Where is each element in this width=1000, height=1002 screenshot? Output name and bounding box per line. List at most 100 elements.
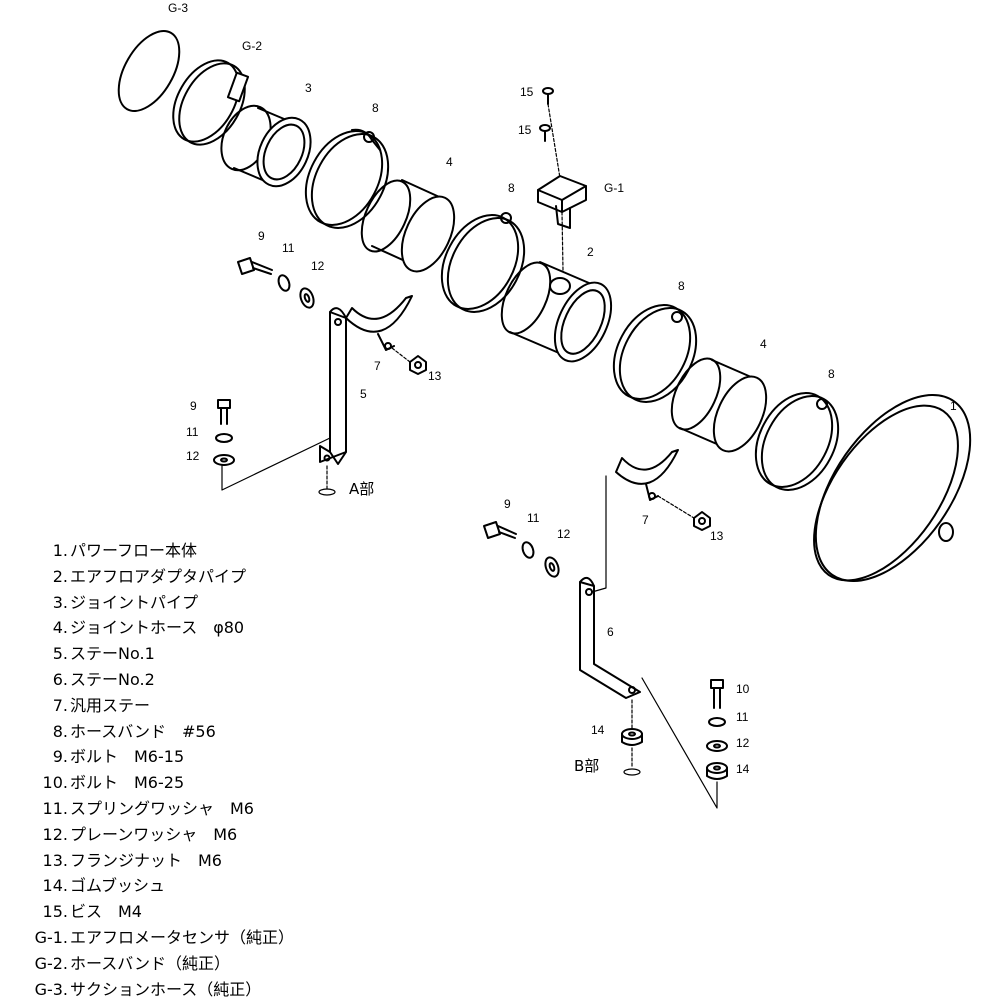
legend-item-number: 10. [42,773,68,793]
legend-item: 14.ゴムブッシュ [30,873,510,899]
label-11-a: 11 [282,241,295,255]
label-14-b: 14 [736,762,750,776]
legend-item-text: ホースバンド（純正） [70,953,231,973]
spring-washer-11-d [708,717,726,727]
legend-item-text: プレーンワッシャ M6 [70,824,238,844]
label-12-c: 12 [557,527,571,541]
label-11-b: 11 [186,425,199,439]
label-9-a: 9 [258,229,265,243]
legend-item-number: 7. [52,695,68,715]
legend-item-number: 12. [42,824,68,844]
legend-item-number: G-3. [34,979,68,999]
spring-washer-11-a [277,274,291,292]
screw-15-a [542,87,554,105]
legend-item: G-1.エアフロメータセンサ（純正） [30,925,510,951]
screw-15-b [539,124,551,142]
label-12-a: 12 [311,259,325,273]
stay-no1-5 [319,307,347,465]
assembly-line-g1 [547,103,564,271]
mount-hole-a [318,488,336,496]
legend-item-text: ジョイントホース φ80 [70,618,245,638]
label-13-a: 13 [428,369,442,383]
label-g1: G-1 [604,181,624,195]
hose-band-8-a [304,128,390,229]
label-10: 10 [736,682,750,696]
mount-hole-b [623,768,641,776]
plain-washer-12-a [299,287,315,309]
legend-item-text: ジョイントパイプ [70,592,199,612]
bolt-9-c [483,521,517,539]
hose-band-8-b [440,212,526,313]
legend-item: 1.パワーフロー本体 [30,538,510,564]
assembly-line-a [221,437,331,491]
legend-item-number: 2. [52,566,68,586]
hose-band-8-c [612,304,698,403]
label-5: 5 [360,387,367,401]
label-12-d: 12 [736,736,750,750]
air-flow-adapter-pipe-2 [500,261,613,363]
legend-item-number: 6. [52,669,68,689]
spring-washer-11-c [521,541,535,559]
universal-stay-7-a [345,295,413,351]
label-13-b: 13 [710,529,724,543]
legend-item-text: ビス M4 [70,902,142,922]
assembly-line-b-right [641,677,718,809]
bolt-10 [710,679,724,709]
legend-item-text: フランジナット M6 [70,850,222,870]
legend-item-number: 5. [52,644,68,664]
label-11-d: 11 [736,710,749,724]
legend-item-text: エアフロアダプタパイプ [70,566,247,586]
legend-item: 9.ボルト M6-15 [30,744,510,770]
legend-item: 11.スプリングワッシャ M6 [30,796,510,822]
legend-item-text: ステーNo.2 [70,669,155,689]
label-8-c: 8 [678,279,685,293]
legend-item-text: サクションホース（純正） [70,979,262,999]
legend-item: 3.ジョイントパイプ [30,590,510,616]
label-7-a: 7 [374,359,381,373]
spring-washer-11-b [215,433,233,443]
label-12-b: 12 [186,449,200,463]
section-a-label: A部 [349,480,374,498]
universal-stay-7-b [615,449,679,501]
joint-hose-4-b [670,357,768,453]
flange-nut-13-a [409,355,427,375]
legend-item-text: ホースバンド #56 [70,721,216,741]
legend-item-number: 3. [52,592,68,612]
label-15-b: 15 [518,123,532,137]
label-6: 6 [607,625,614,639]
plain-washer-12-d [706,740,728,752]
label-g3: G-3 [168,1,188,15]
section-b-label: B部 [574,757,599,775]
label-11-c: 11 [527,511,540,525]
legend-item: 10.ボルト M6-25 [30,770,510,796]
legend-item: 8.ホースバンド #56 [30,719,510,745]
hose-band-g2 [172,59,250,146]
label-8-b: 8 [508,181,515,195]
legend-item-text: ステーNo.1 [70,644,155,664]
legend-item-text: 汎用ステー [70,695,151,715]
legend-item: G-3.サクションホース（純正） [30,977,510,1002]
legend-item-number: 4. [52,618,68,638]
bolt-9-b [217,399,231,425]
label-2: 2 [587,245,594,259]
legend-item-text: ボルト M6-15 [70,747,185,767]
legend-item-text: エアフロメータセンサ（純正） [70,927,295,947]
legend-item: 2.エアフロアダプタパイプ [30,564,510,590]
legend-item-number: 14. [42,876,68,896]
legend-item-number: G-1. [34,927,68,947]
legend-item: 7.汎用ステー [30,693,510,719]
label-g2: G-2 [242,39,262,53]
label-15-a: 15 [520,85,534,99]
label-9-b: 9 [190,399,197,413]
legend-item-number: 9. [52,747,68,767]
label-8-d: 8 [828,367,835,381]
joint-hose-4-a [360,179,456,273]
plain-washer-12-c [544,556,560,578]
label-14-a: 14 [591,723,605,737]
legend-item-number: 13. [42,850,68,870]
legend-item-text: スプリングワッシャ M6 [70,798,254,818]
legend-item-text: ボルト M6-25 [70,773,185,793]
callout-labels: G-3 G-2 3 8 4 8 15 15 G-1 2 8 4 8 1 9 11… [168,1,957,776]
